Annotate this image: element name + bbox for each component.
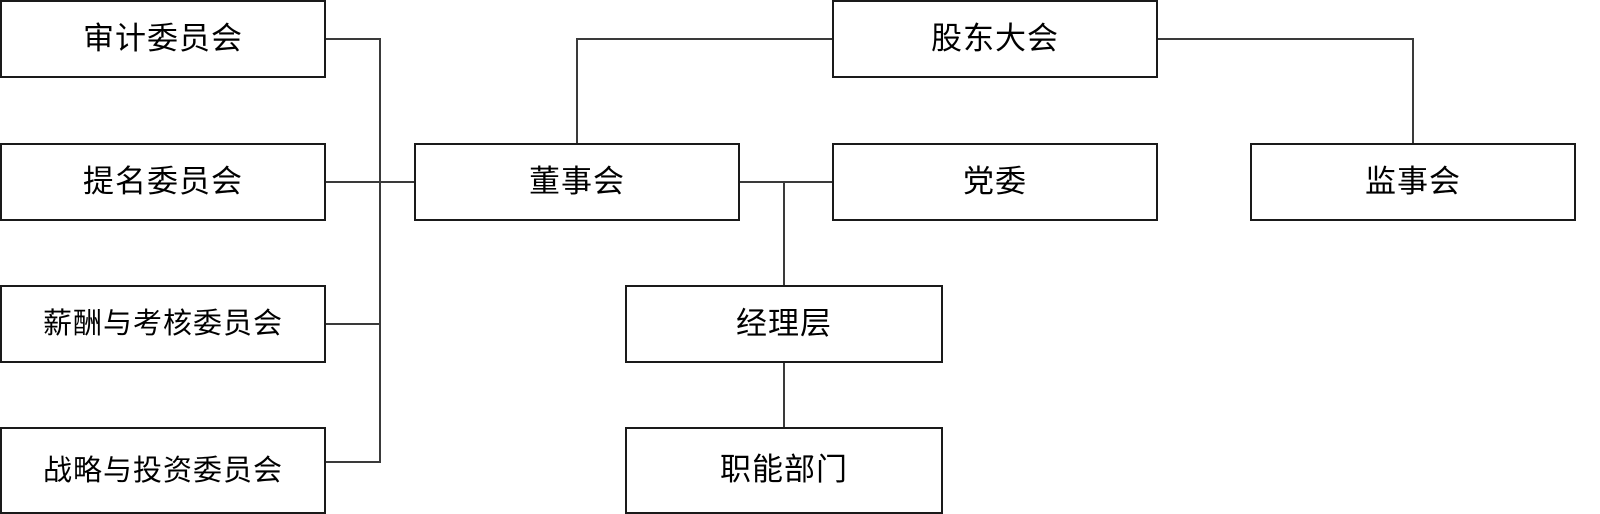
org-node-audit-committee[interactable]: 审计委员会 [0,0,326,78]
org-node-nomination-committee[interactable]: 提名委员会 [0,143,326,221]
org-node-remuneration-appraisal-committee[interactable]: 薪酬与考核委员会 [0,285,326,363]
org-node-board-of-supervisors[interactable]: 监事会 [1250,143,1576,221]
org-node-board-of-directors[interactable]: 董事会 [414,143,740,221]
org-node-label-nomination-committee: 提名委员会 [83,163,243,200]
org-node-label-remuneration-appraisal-committee: 薪酬与考核委员会 [42,306,283,341]
org-node-management-layer[interactable]: 经理层 [625,285,943,363]
org-node-label-board-of-supervisors: 监事会 [1365,163,1461,200]
connector-shareholders-to-board [576,38,833,144]
org-node-label-shareholders-meeting: 股东大会 [931,20,1059,57]
org-node-label-management-layer: 经理层 [736,305,832,342]
org-node-shareholders-meeting[interactable]: 股东大会 [832,0,1158,78]
org-node-strategy-investment-committee[interactable]: 战略与投资委员会 [0,427,326,514]
org-node-party-committee[interactable]: 党委 [832,143,1158,221]
connector-group [325,38,1414,463]
org-node-label-board-of-directors: 董事会 [529,163,625,200]
org-node-functional-departments[interactable]: 职能部门 [625,427,943,514]
org-node-label-audit-committee: 审计委员会 [83,20,243,57]
org-node-label-functional-departments: 职能部门 [720,452,848,489]
org-node-label-party-committee: 党委 [963,163,1027,200]
org-node-label-strategy-investment-committee: 战略与投资委员会 [42,452,283,487]
connector-shareholders-to-supervisors [1157,38,1414,144]
